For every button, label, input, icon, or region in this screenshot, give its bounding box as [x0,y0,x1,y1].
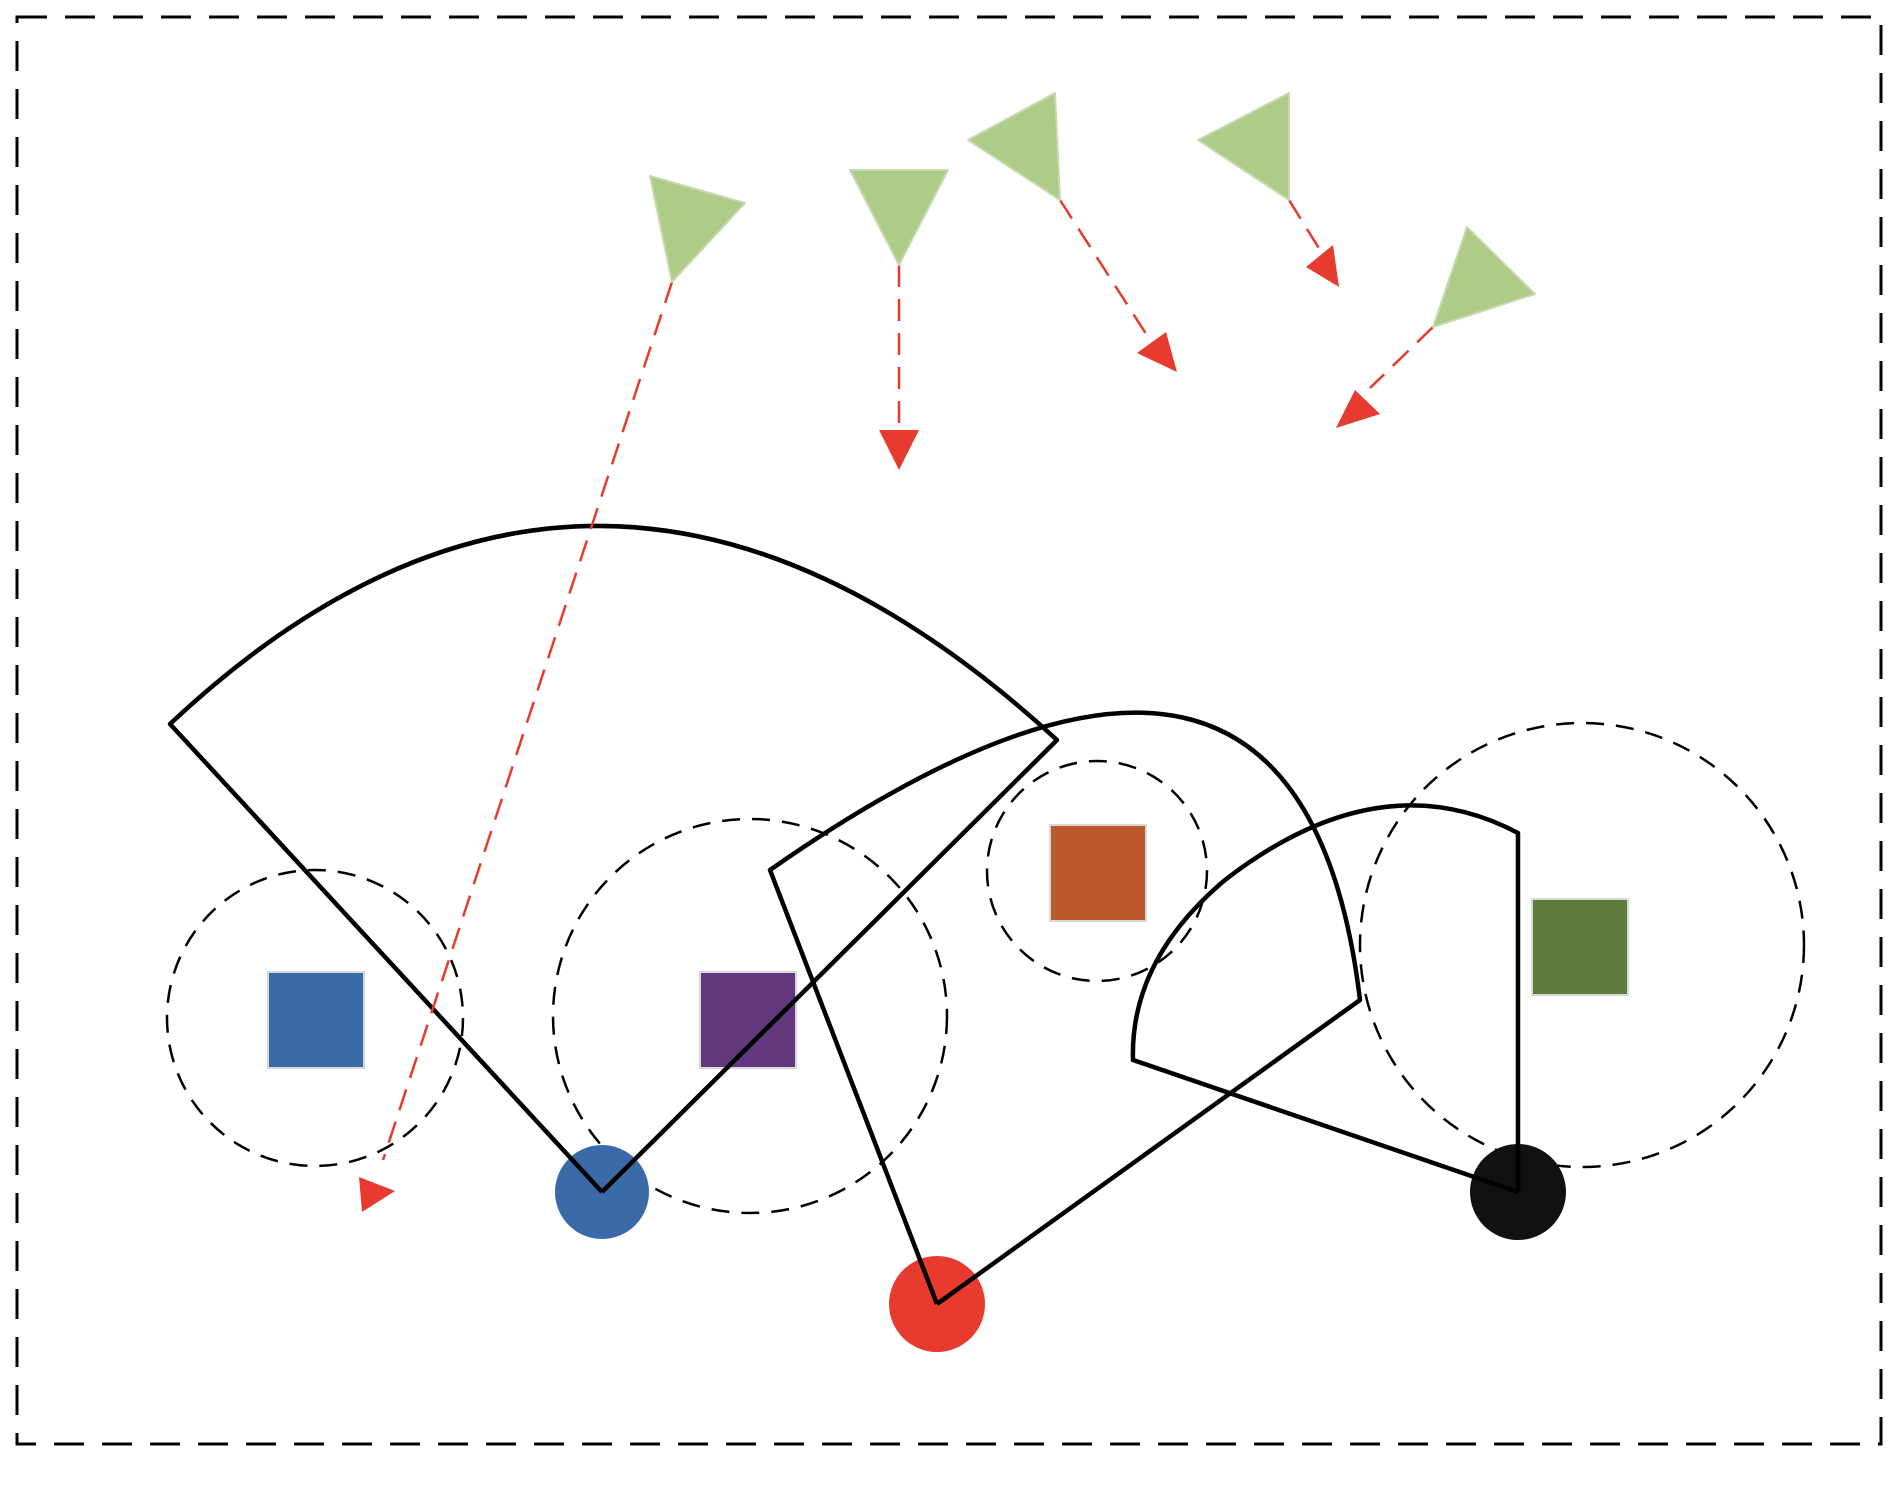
sensing-sectors [167,523,1521,1306]
coverage-circle-blue-obstacle [165,868,465,1168]
trajectory-target-4 [1287,199,1322,251]
target-trajectories [381,199,1434,1161]
target-3-triangle-marker [967,92,1061,201]
obstacles [267,824,1629,1069]
obstacle-blue-square [267,971,365,1069]
sector-blue-sensor [167,523,1060,1194]
target-4-triangle-marker [1197,92,1290,201]
arrowhead-target-1 [359,1177,395,1212]
obstacle-green-square [1531,898,1629,996]
target-2-triangle-marker [849,169,949,266]
target-5-triangle-marker [1432,226,1536,328]
arrowhead-target-2 [879,430,919,470]
trajectory-target-1 [381,281,674,1161]
sector-red-sensor [767,710,1363,1306]
arrowhead-target-3 [1137,332,1177,372]
targets [649,92,1536,328]
sensors [555,1144,1566,1352]
trajectory-target-5 [1369,326,1434,389]
coverage-circle-orange-obstacle [985,759,1209,983]
trajectory-target-3 [1058,199,1152,341]
coverage-circle-purple-obstacle [551,817,949,1215]
trajectory-arrowheads [359,245,1380,1212]
coverage-circle-green-obstacle [1358,721,1806,1169]
arrowhead-target-5 [1336,390,1380,428]
coverage-circles [165,721,1806,1215]
region-boundary [15,15,1883,1446]
sector-black-sensor [1130,803,1521,1195]
arrowhead-target-4 [1306,245,1339,287]
target-1-triangle-marker [649,175,746,283]
obstacle-orange-square [1049,824,1147,922]
obstacle-purple-square [699,971,797,1069]
